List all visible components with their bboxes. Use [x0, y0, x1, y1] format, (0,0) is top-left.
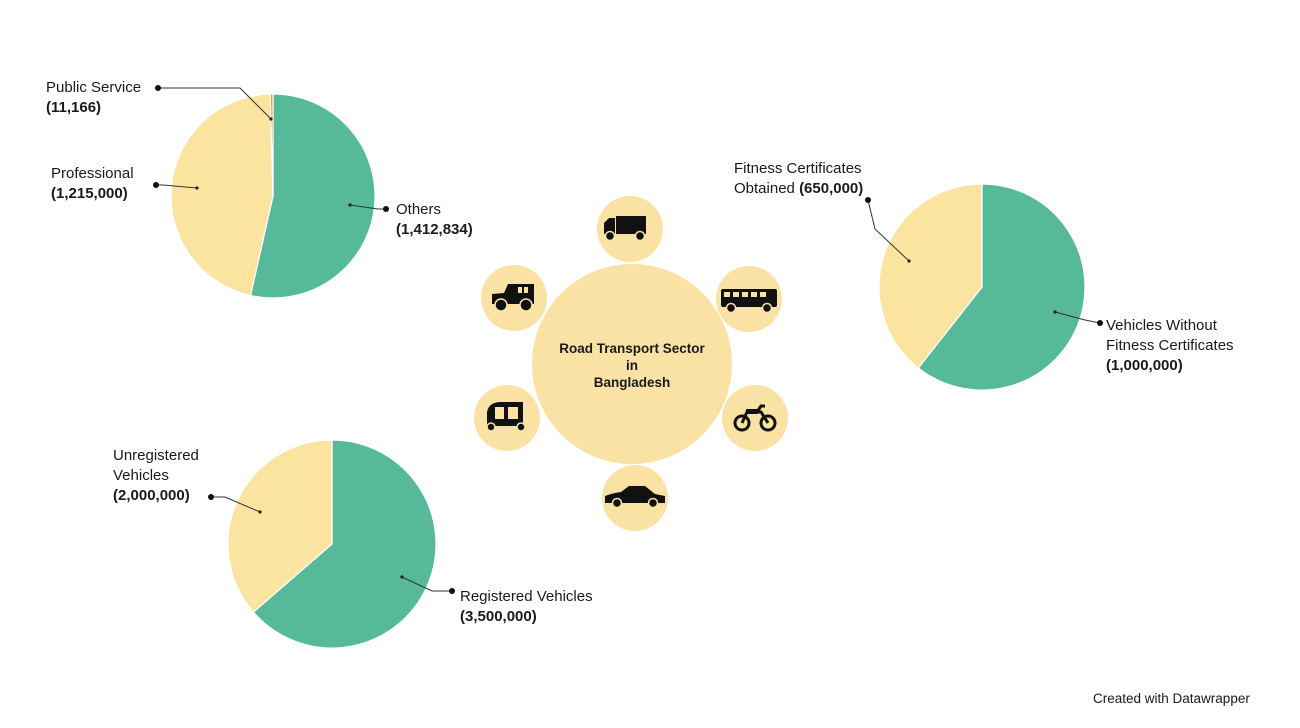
- label-value: (1,412,834): [396, 221, 473, 238]
- rickshaw-window: [508, 407, 518, 419]
- wheel: [519, 298, 533, 312]
- leader-end-dot: [383, 206, 389, 212]
- wheel: [494, 298, 508, 312]
- label-fitness-obtained: Fitness Certificates Obtained (650,000): [734, 159, 863, 199]
- label-text: Others: [396, 201, 442, 218]
- leader-end-dot: [155, 85, 161, 91]
- label-text: Public Service: [46, 79, 142, 96]
- label-value: (11,166): [46, 99, 102, 116]
- wheel: [604, 230, 616, 242]
- label-others: Others (1,412,834): [396, 200, 473, 240]
- leader-end-dot: [449, 588, 455, 594]
- truck-cargo: [616, 216, 646, 234]
- leader-line: [211, 496, 261, 513]
- auto-rickshaw-bubble: [474, 385, 540, 451]
- bus-window: [760, 292, 766, 297]
- leader-anchor-dot: [1053, 310, 1057, 314]
- wheel: [759, 414, 777, 432]
- label-text: Professional: [51, 165, 134, 182]
- leader-anchor-dot: [258, 510, 262, 514]
- auto-rickshaw-icon: [486, 402, 526, 432]
- credit-text: Created with Datawrapper: [1093, 691, 1250, 706]
- jeep-window: [524, 287, 528, 293]
- bus-window: [733, 292, 739, 297]
- wheel: [761, 302, 773, 314]
- label-text: Unregistered: [113, 447, 199, 464]
- leader-line: [867, 199, 910, 262]
- leader-end-dot: [153, 182, 159, 188]
- label-text: Vehicles: [113, 467, 169, 484]
- truck-cab: [604, 218, 615, 234]
- leader-end-dot: [1097, 320, 1103, 326]
- jeep-bubble: [481, 265, 547, 331]
- motorcycle-seat: [746, 409, 758, 414]
- label-value: (2,000,000): [113, 487, 190, 504]
- pie-slice-vehicles-without-fitness-certificates: [917, 183, 1086, 391]
- wheel: [611, 497, 623, 509]
- motorcycle-bubble: [722, 385, 788, 451]
- satellite-bubble: [722, 385, 788, 451]
- center-title: Road Transport Sector in Bangladesh: [532, 340, 732, 391]
- bus-icon: [721, 289, 777, 314]
- bus-window: [742, 292, 748, 297]
- pie-slice-others: [249, 93, 376, 299]
- pie-slice-professional: [170, 93, 274, 297]
- center-diagram: [474, 196, 788, 531]
- label-public-service: Public Service (11,166): [46, 78, 141, 118]
- label-text: Vehicles Without: [1106, 317, 1217, 334]
- leader-line: [158, 87, 272, 120]
- pie-chart-2: [865, 183, 1103, 391]
- leader-anchor-dot: [195, 186, 199, 190]
- label-unregistered: Unregistered Vehicles (2,000,000): [113, 446, 199, 506]
- leader-anchor-dot: [348, 203, 352, 207]
- leader-end-dot: [865, 197, 871, 203]
- leader-anchor-dot: [400, 575, 404, 579]
- center-title-line: Road Transport Sector: [559, 341, 705, 356]
- jeep-icon: [492, 284, 534, 312]
- bus-bubble: [716, 266, 782, 332]
- label-without-fitness: Vehicles Without Fitness Certificates (1…: [1106, 316, 1234, 376]
- jeep-window: [518, 287, 522, 293]
- truck-icon: [604, 216, 646, 242]
- wheel: [733, 414, 751, 432]
- leader-anchor-dot: [907, 259, 911, 263]
- center-title-line: Bangladesh: [593, 375, 671, 390]
- bus-window: [751, 292, 757, 297]
- wheel: [516, 422, 526, 432]
- pie-chart-3: [208, 439, 455, 649]
- label-text: Fitness Certificates: [734, 160, 862, 177]
- leader-end-dot: [208, 494, 214, 500]
- wheel: [725, 302, 737, 314]
- pie-slice-registered-vehicles: [252, 439, 437, 649]
- center-bubble: [532, 264, 732, 464]
- wheel: [486, 422, 496, 432]
- pie-slice-unregistered-vehicles: [227, 439, 333, 613]
- label-value: (1,215,000): [51, 185, 128, 202]
- truck-bubble: [597, 196, 663, 262]
- label-value: (1,000,000): [1106, 357, 1183, 374]
- center-title-line: in: [626, 358, 638, 373]
- label-text: Obtained: [734, 180, 795, 197]
- wheel: [647, 497, 659, 509]
- label-value: (650,000): [799, 180, 864, 197]
- label-value: (3,500,000): [460, 608, 537, 625]
- leader-anchor-dot: [269, 117, 273, 121]
- bus-window: [724, 292, 730, 297]
- label-text: Registered Vehicles: [460, 588, 593, 605]
- leader-line: [401, 576, 452, 592]
- motorcycle-icon: [733, 404, 777, 432]
- label-professional: Professional (1,215,000): [51, 164, 134, 204]
- wheel: [634, 230, 646, 242]
- rickshaw-window: [495, 407, 504, 419]
- car-bubble: [602, 465, 668, 531]
- label-text: Fitness Certificates: [1106, 337, 1234, 354]
- label-registered: Registered Vehicles (3,500,000): [460, 587, 593, 627]
- car-icon: [605, 486, 665, 509]
- pie-slice-fitness-certificates-obtained: [878, 183, 983, 369]
- pie-chart-1: [153, 85, 389, 299]
- leader-line: [1054, 311, 1101, 324]
